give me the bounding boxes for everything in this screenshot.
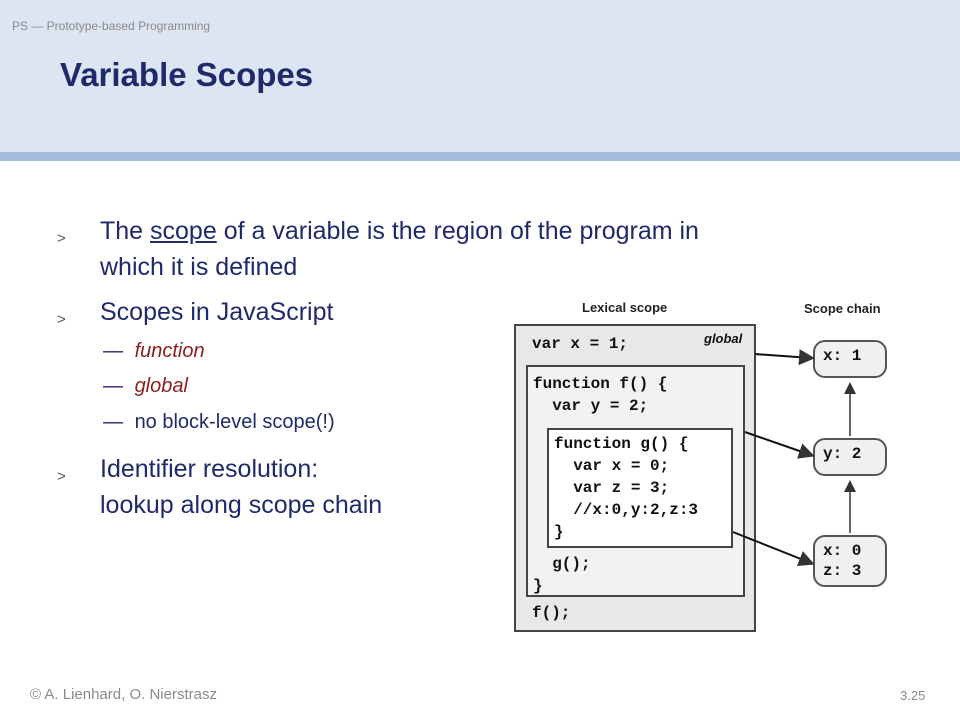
lexical-scope-label: Lexical scope <box>582 300 668 315</box>
sub-bullet-function: — function <box>103 338 205 364</box>
scope-chain-node-f: y: 2 <box>813 438 887 476</box>
footer-authors: © A. Lienhard, O. Nierstrasz <box>30 686 217 703</box>
dash-marker: — <box>103 375 123 397</box>
dash-marker: — <box>103 340 123 362</box>
sub-bullet-global: — global <box>103 373 188 399</box>
global-code-top: var x = 1; <box>532 335 629 353</box>
page-number: 3.25 <box>900 688 926 703</box>
bullet-text: Identifier resolution: <box>100 455 319 483</box>
function-f-code-bottom: g(); } <box>533 555 591 595</box>
function-f-code-top: function f() { var y = 2; <box>533 375 668 415</box>
bullet-text: of a variable is the region of the progr… <box>216 217 699 245</box>
bullet-marker: > <box>57 230 66 247</box>
bullet-text: Scopes in JavaScript <box>100 298 334 326</box>
scope-chain-node-global: x: 1 <box>813 340 887 378</box>
scope-chain-label: Scope chain <box>804 301 881 316</box>
scope-chain-node-g: x: 0 z: 3 <box>813 535 887 587</box>
function-g-code: function g() { var x = 0; var z = 3; //x… <box>554 435 699 541</box>
sub-bullet-text: no block-level scope(!) <box>134 411 335 433</box>
header-divider <box>0 152 960 161</box>
sub-bullet-text: function <box>134 340 205 362</box>
global-code-bottom: f(); <box>532 604 571 622</box>
scope-term: scope <box>150 217 217 245</box>
bullet-text-line2: which it is defined <box>100 253 298 281</box>
connector-g <box>732 531 815 567</box>
bullet-marker: > <box>57 311 66 328</box>
slide-title: Variable Scopes <box>60 56 314 93</box>
function-g-scope-box <box>547 428 733 548</box>
course-title: PS — Prototype-based Programming <box>12 19 211 33</box>
sub-bullet-block-scope: — no block-level scope(!) <box>103 409 335 435</box>
global-scope-label: global <box>704 331 743 346</box>
sub-bullet-text: global <box>134 375 188 397</box>
dash-marker: — <box>103 411 123 433</box>
connector-f <box>744 431 815 459</box>
bullet-text: The <box>100 217 151 245</box>
connector-global <box>754 349 815 366</box>
bullet-text-line2: lookup along scope chain <box>100 491 383 519</box>
header-band <box>0 0 960 152</box>
bullet-marker: > <box>57 468 66 485</box>
